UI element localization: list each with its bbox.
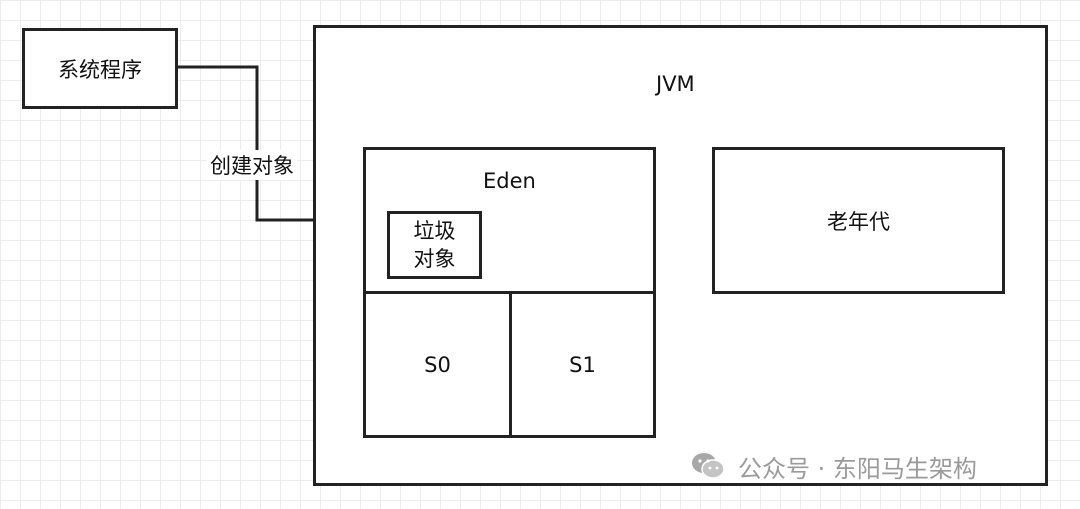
s1-label: S1: [569, 352, 596, 377]
old-generation: 老年代: [712, 147, 1005, 294]
watermark: 公众号 · 东阳马生架构: [690, 448, 977, 484]
survivor-s1: S1: [509, 291, 656, 438]
create-object-label: 创建对象: [207, 150, 297, 180]
system-program-label: 系统程序: [58, 57, 142, 82]
old-generation-label: 老年代: [827, 209, 890, 234]
survivor-s0: S0: [363, 291, 512, 438]
s0-label: S0: [424, 352, 451, 377]
jvm-title: JVM: [656, 72, 695, 96]
watermark-text: 公众号 · 东阳马生架构: [738, 454, 977, 483]
garbage-object-line1: 垃圾: [413, 219, 456, 243]
garbage-object-line2: 对象: [413, 247, 456, 271]
system-program-box: 系统程序: [22, 28, 178, 109]
wechat-icon: [692, 453, 725, 479]
garbage-object-box: 垃圾 对象: [387, 211, 482, 279]
eden-space: Eden 垃圾 对象: [363, 147, 656, 294]
eden-title: Eden: [483, 169, 536, 193]
